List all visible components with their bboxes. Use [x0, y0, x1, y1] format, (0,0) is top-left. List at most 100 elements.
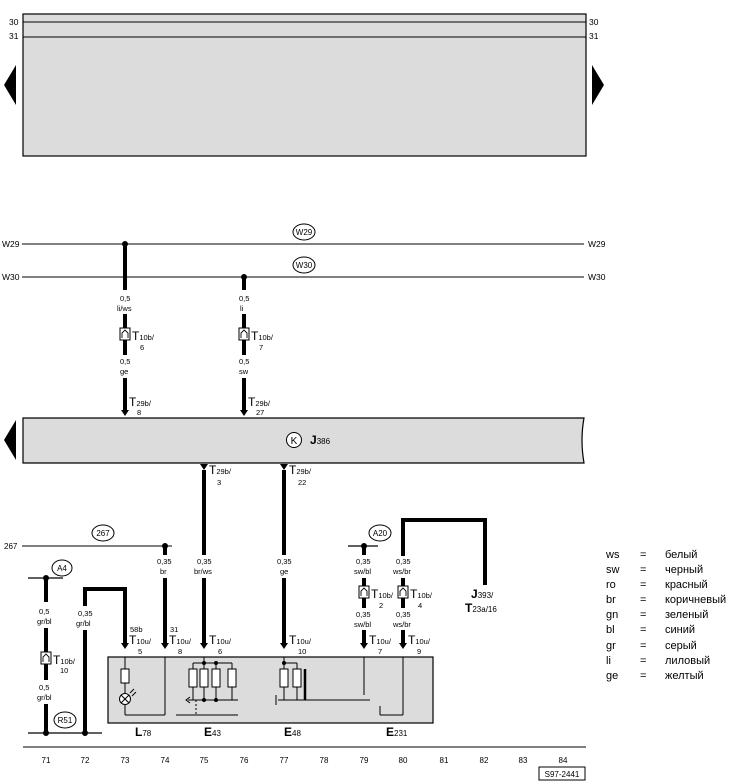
t10u-connector-arrows: [121, 643, 407, 649]
legend-row: bl=синий: [606, 623, 726, 638]
grid-number: 73: [121, 756, 130, 765]
switch-panel-internals: [119, 657, 404, 716]
connector-t10b-6: T10b/: [132, 329, 155, 343]
connector-pin: 27: [256, 408, 264, 417]
wire-label: 0,35: [356, 557, 371, 566]
wire-label: li/ws: [117, 304, 132, 313]
legend-equals: =: [640, 669, 647, 682]
j393-connector-label: T23a/16: [465, 601, 497, 615]
color-legend: ws=белый sw=черный ro=красный br=коричне…: [606, 548, 726, 684]
legend-code: ge: [606, 669, 619, 682]
connector-pin: 7: [259, 343, 263, 352]
wire-label: ws/br: [392, 567, 411, 576]
connector-symbol: [397, 585, 409, 599]
control-unit-label: J386: [310, 433, 331, 447]
ground-marker-r51: R51: [53, 711, 77, 729]
wire-label: li: [240, 304, 244, 313]
connector-pin: 10: [60, 666, 68, 675]
connector-t10b-2: T10b/: [371, 587, 394, 601]
connector-t10u-8: T10u/: [169, 633, 192, 647]
connector-pin: 9: [417, 647, 421, 656]
junction-dot: [43, 730, 49, 736]
connector-pin: 3: [217, 478, 221, 487]
legend-equals: =: [640, 564, 647, 577]
legend-color-name: лиловый: [665, 654, 711, 667]
connector-t10b-7: T10b/: [251, 329, 274, 343]
wire-label: gr/bl: [76, 619, 91, 628]
legend-row: li = лиловый: [606, 654, 726, 669]
connector-pin: 6: [140, 343, 144, 352]
connector-pin: 8: [137, 408, 141, 417]
connector-symbol: [40, 651, 52, 665]
rail-30-left-label: 30: [9, 17, 19, 27]
legend-code: li: [606, 654, 611, 667]
legend-row: sw=черный: [606, 563, 726, 578]
connector-pin: 22: [298, 478, 306, 487]
wire-label: 0,35: [78, 609, 93, 618]
grid-number: 79: [360, 756, 369, 765]
wire-label: 0,5: [39, 607, 49, 616]
legend-equals: =: [640, 639, 647, 652]
legend-code: sw: [606, 564, 620, 577]
wire-label: 0,35: [396, 557, 411, 566]
wire-label: 0,5: [39, 683, 49, 692]
wire-label: 0,35: [157, 557, 172, 566]
connector-t29b-3: T29b/: [209, 463, 232, 477]
next-page-arrow[interactable]: [592, 65, 604, 105]
j393-label: J393/: [471, 587, 494, 601]
legend-code: ro: [606, 579, 616, 592]
grid-number: 81: [440, 756, 449, 765]
ground-marker-w29: W29: [292, 223, 316, 241]
wire-label: gr/bl: [37, 617, 52, 626]
legend-row: ro=красный: [606, 578, 726, 593]
wire-label: 0,35: [356, 610, 371, 619]
ground-marker-a20: A20: [368, 524, 392, 542]
legend-equals: =: [640, 594, 647, 607]
wire-label-bg: [74, 606, 98, 630]
connector-t10b-10: T10b/: [53, 653, 76, 667]
connector-symbol: [119, 327, 131, 341]
pin-function-58b: 58b: [130, 625, 143, 634]
connector-pin: 10: [298, 647, 306, 656]
rail-31-right-label: 31: [589, 31, 599, 41]
wire-label: 0,5: [120, 294, 130, 303]
connector-t10u-9: T10u/: [408, 633, 431, 647]
control-unit-j386: [22, 417, 585, 464]
previous-page-arrow[interactable]: [4, 420, 16, 460]
bus-w30-right-label: W30: [588, 272, 606, 282]
wire-label: 0,35: [277, 557, 292, 566]
legend-color-name: коричневый: [665, 594, 727, 607]
legend-equals: =: [640, 654, 647, 667]
legend-code: br: [606, 594, 616, 607]
svg-text:W29: W29: [296, 228, 313, 237]
grid-number: 84: [559, 756, 568, 765]
previous-page-arrow[interactable]: [4, 65, 16, 105]
component-label-e231: E231: [386, 725, 408, 739]
connector-t10u-7: T10u/: [369, 633, 392, 647]
wire-label: 0,5: [239, 357, 249, 366]
legend-code: bl: [606, 624, 615, 637]
wire-label: br/ws: [194, 567, 212, 576]
legend-color-name: зеленый: [665, 609, 709, 622]
legend-color-name: синий: [665, 624, 696, 637]
svg-text:A20: A20: [373, 529, 388, 538]
connector-t29b-22: T29b/: [289, 463, 312, 477]
connector-t10u-10: T10u/: [289, 633, 312, 647]
doc-id-box: [538, 766, 586, 781]
connector-pin: 6: [218, 647, 222, 656]
rail-31-left-label: 31: [9, 31, 19, 41]
wire-label: 0,35: [197, 557, 212, 566]
legend-code: ws: [606, 549, 620, 561]
junction-dot: [202, 661, 206, 665]
wire-label: br: [160, 567, 167, 576]
grid-number: 83: [519, 756, 528, 765]
connector-t10u-5: T10u/: [129, 633, 152, 647]
legend-row: br = коричневый: [606, 593, 726, 608]
junction-dot: [214, 698, 218, 702]
legend-row: ws=белый: [606, 548, 726, 563]
connector-pin: 5: [138, 647, 142, 656]
power-rail-panel: [22, 13, 587, 157]
grid-number: 75: [200, 756, 209, 765]
connector-pin: 4: [418, 601, 422, 610]
